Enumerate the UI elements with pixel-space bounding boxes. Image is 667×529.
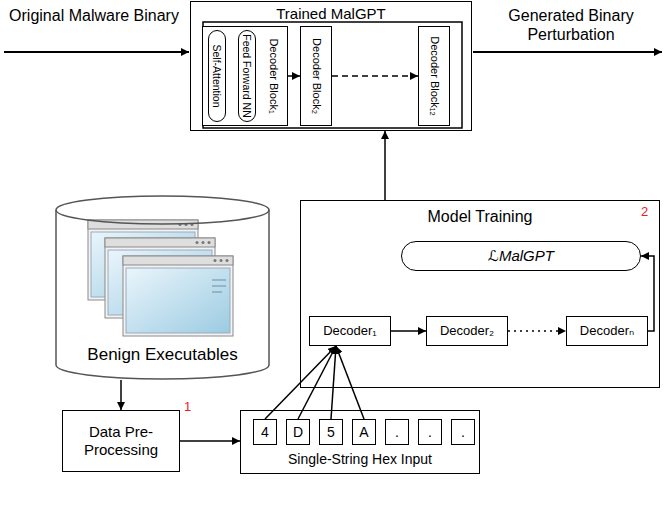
decoder-box: Decoder₂ xyxy=(426,316,508,346)
hex-cell: A xyxy=(352,419,376,445)
node-label: Benign Executables xyxy=(55,345,270,365)
node-label: Decoder Block₂ xyxy=(309,38,322,114)
layer-pill: Feed Forward NN xyxy=(238,30,256,122)
connector-arrow xyxy=(288,75,300,77)
decoder-box: Decoder₁ xyxy=(309,316,391,346)
decoder-block: Decoder Block₁₂ xyxy=(418,26,450,126)
hex-cell: . xyxy=(385,419,409,445)
node-label: A xyxy=(359,424,368,441)
database-cylinder: Benign Executables xyxy=(55,195,270,380)
connector-arrow xyxy=(331,346,336,419)
callout-number: 1 xyxy=(184,399,191,415)
hex-cell: . xyxy=(451,419,475,445)
decoder-box: Decoderₙ xyxy=(566,316,648,346)
node-label: Single-String Hex Input xyxy=(241,451,479,468)
loss-pill: ℒMalGPT xyxy=(401,241,641,271)
node-label: Data Pre-Processing xyxy=(68,423,174,459)
input-arrow xyxy=(4,51,189,53)
input-box: 4 D 5 A... Single-String Hex Input xyxy=(240,410,480,474)
model-box: Self-Attention Feed Forward NN Decoder Blo… xyxy=(190,1,472,131)
node-label: Decoderₙ xyxy=(580,323,634,339)
node-label: Decoder Block₁ xyxy=(266,38,279,113)
callout-number: 2 xyxy=(641,204,648,220)
node-label: . xyxy=(395,424,399,441)
connector-arrow xyxy=(391,330,426,332)
node-label: 4 xyxy=(261,424,269,441)
input-label: Original Malware Binary xyxy=(8,6,180,25)
decoder-block: Self-Attention Feed Forward NN Decoder Blo… xyxy=(202,26,288,126)
connector-arrow xyxy=(298,346,336,419)
node-label: . xyxy=(428,424,432,441)
connector-arrow xyxy=(332,75,418,77)
connector-arrow xyxy=(384,131,386,200)
hex-cell: . xyxy=(418,419,442,445)
layout-shapes xyxy=(4,22,662,336)
decoder-block: Decoder Block₂ xyxy=(300,26,332,126)
node-label: Feed Forward NN xyxy=(241,34,254,117)
process-box: Data Pre-Processing1 xyxy=(62,410,180,472)
hex-cell: 4 xyxy=(253,419,277,445)
output-label: Generated Binary Perturbation xyxy=(486,6,656,44)
connector-arrow xyxy=(180,440,240,442)
layer-pill: Self-Attention xyxy=(208,30,226,122)
node-label: Decoder₁ xyxy=(323,323,377,339)
node-label: Self-Attention xyxy=(211,44,224,107)
hex-cell: 5 xyxy=(319,419,343,445)
node-label: ℒMalGPT xyxy=(488,247,554,265)
node-label: Decoder₂ xyxy=(440,323,494,339)
connector-arrow xyxy=(120,380,122,410)
node-label: Decoder Block₁₂ xyxy=(427,36,440,116)
training-box: ℒMalGPT Decoder₁ Decoder₂ Decoderₙ Model Tra… xyxy=(300,200,660,388)
decoder-stack-frame xyxy=(203,22,462,128)
hex-cell: D xyxy=(286,419,310,445)
node-label: D xyxy=(293,424,303,441)
node-label: 5 xyxy=(327,424,335,441)
connector-arrow xyxy=(508,330,566,332)
node-label: Model Training xyxy=(301,207,659,226)
node-label: Trained MalGPT xyxy=(191,5,471,23)
window-icon xyxy=(123,256,233,336)
output-arrow xyxy=(473,51,662,53)
connector-arrow xyxy=(336,346,364,419)
node-label: . xyxy=(461,424,465,441)
